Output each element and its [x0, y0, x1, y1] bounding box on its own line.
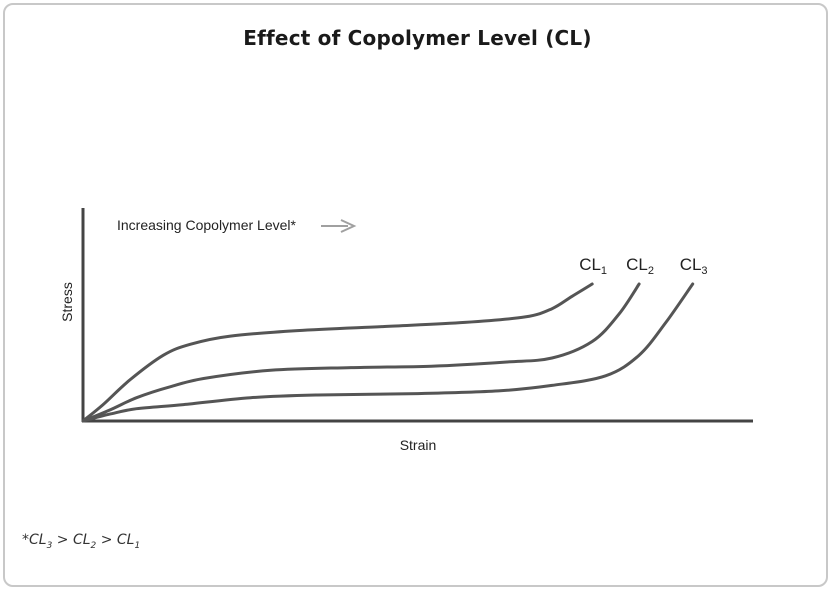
series-label-cl2: CL2 [626, 255, 654, 277]
chart-axes [81, 208, 753, 423]
series-line-cl3 [81, 282, 695, 423]
footnote-separator: > [100, 532, 113, 548]
footnote-asterisk: * [22, 532, 29, 548]
y-axis-label: Stress [59, 282, 75, 322]
footnote-item-2: CL1 [116, 532, 141, 551]
series-label-cl1: CL1 [579, 255, 607, 277]
chart-title: Effect of Copolymer Level (CL) [243, 26, 592, 50]
footnote-item-1: CL2 [72, 532, 97, 551]
arrow-head [340, 219, 357, 233]
series-line-cl2 [81, 282, 641, 423]
footnote: *CL3 > CL2 > CL1 [22, 532, 140, 551]
annotation-text: Increasing Copolymer Level* [117, 217, 297, 233]
footnote-separator: > [56, 532, 69, 548]
x-axis-label: Strain [400, 437, 437, 453]
chart-frame [3, 3, 828, 587]
labels-layer: CL1 CL2 CL3 [579, 255, 707, 277]
annotation-arrow-icon [321, 219, 357, 233]
series-label-cl3: CL3 [680, 255, 708, 277]
series-line-cl1 [81, 282, 594, 423]
series-layer [81, 282, 695, 423]
footnote-item-0: CL3 [29, 532, 53, 551]
